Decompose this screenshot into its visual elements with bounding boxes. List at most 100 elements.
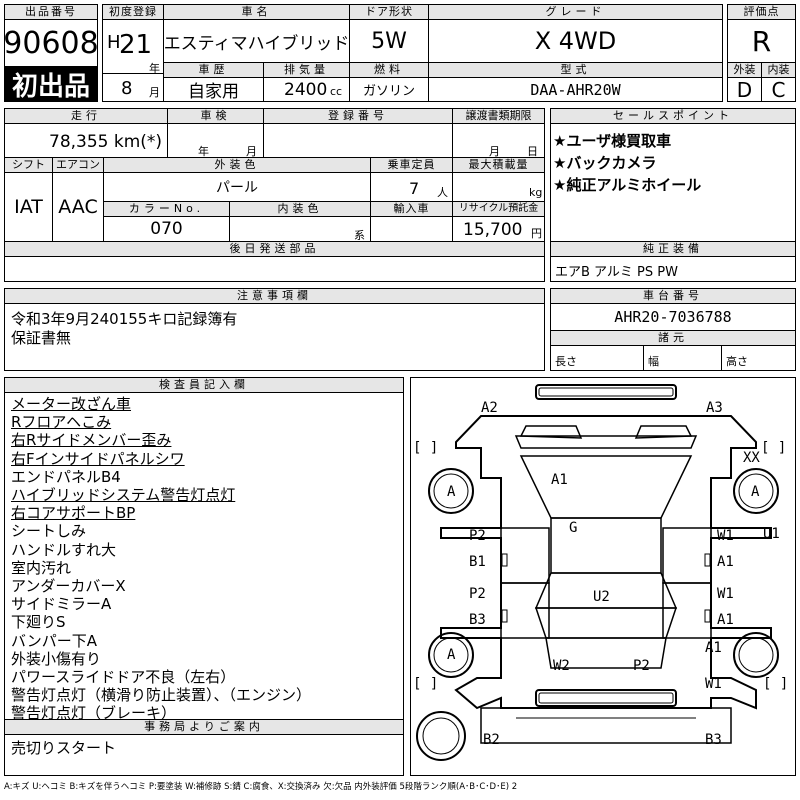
label-a1-r1: A1 bbox=[717, 554, 734, 570]
ext-score: D bbox=[727, 77, 762, 102]
lot-no-label: 出品番号 bbox=[4, 4, 98, 20]
recycle: 15,700 bbox=[463, 220, 523, 240]
defect-item: 右Rサイドメンバー歪み bbox=[11, 431, 172, 450]
label-bracket: [ ] bbox=[763, 676, 789, 692]
ac-label: エアコン bbox=[52, 157, 104, 173]
label-a-fr: A bbox=[751, 484, 760, 500]
note-line: 令和3年9月240155キロ記録簿有 bbox=[11, 310, 238, 328]
color-no-label: カラーNo. bbox=[103, 201, 230, 217]
label-xx: XX bbox=[743, 450, 760, 466]
defect-item: ハイブリッドシステム警告灯点灯 bbox=[11, 486, 236, 505]
equip-label: 純正装備 bbox=[550, 241, 796, 257]
regno-cell bbox=[263, 123, 453, 158]
car-outline bbox=[416, 384, 779, 761]
score-label: 評価点 bbox=[727, 4, 796, 20]
ac: AAC bbox=[52, 172, 104, 242]
shift: IAT bbox=[4, 172, 53, 242]
capacity-cell: 7 人 bbox=[370, 172, 453, 202]
inspector-label: 検査員記入欄 bbox=[4, 377, 404, 393]
notes-cell: 令和3年9月240155キロ記録簿有 保証書無 bbox=[4, 303, 545, 371]
inspection-label: 車検 bbox=[167, 108, 264, 124]
sales-point: ★純正アルミホイール bbox=[553, 176, 702, 194]
length-label: 長さ bbox=[555, 355, 577, 368]
ext-color: パール bbox=[103, 172, 371, 202]
chassis: AHR20-7036788 bbox=[550, 303, 796, 331]
mileage-label: 走行 bbox=[4, 108, 168, 124]
regno-label: 登録番号 bbox=[263, 108, 453, 124]
height-cell: 高さ bbox=[721, 345, 796, 371]
label-a2: A2 bbox=[481, 400, 498, 416]
office-text: 売切りスタート bbox=[11, 739, 117, 757]
maxload-label: 最大積載量 bbox=[452, 157, 545, 173]
capacity-unit: 人 bbox=[437, 186, 448, 199]
door-label: ドア形状 bbox=[349, 4, 429, 20]
label-b2: B2 bbox=[483, 732, 500, 748]
door-type: 5W bbox=[349, 19, 429, 63]
office-label: 事務局よりご案内 bbox=[4, 719, 404, 735]
defect-item: 右Fインサイドパネルシワ bbox=[11, 449, 185, 468]
note-line: 保証書無 bbox=[11, 329, 72, 347]
label-a-fl: A bbox=[447, 484, 456, 500]
capacity-label: 乗車定員 bbox=[370, 157, 453, 173]
first-reg-year: H 21 年 bbox=[102, 19, 164, 74]
later-parts-cell bbox=[4, 256, 545, 282]
insp-month-unit: 月 bbox=[246, 145, 257, 158]
first-reg-label: 初度登録 bbox=[102, 4, 164, 20]
width-cell: 幅 bbox=[643, 345, 722, 371]
car-diagram: A2 A3 [ ] XX [ ] A1 A A G P2 W1 U1 B1 A1… bbox=[410, 377, 796, 776]
grade-label: グレード bbox=[428, 4, 723, 20]
cc-unit: cc bbox=[330, 85, 343, 98]
ext-color-label: 外装色 bbox=[103, 157, 371, 173]
maxload-cell: kg bbox=[452, 172, 545, 202]
sales-point: ★ユーザ様買取車 bbox=[553, 132, 672, 150]
capacity: 7 bbox=[409, 179, 420, 198]
label-a1-r2: A1 bbox=[717, 612, 734, 628]
era: H bbox=[107, 32, 121, 53]
office-cell: 売切りスタート bbox=[4, 734, 404, 776]
mileage: 78,355 km(*) bbox=[49, 132, 163, 152]
score: R bbox=[727, 19, 796, 63]
label-w1-rr: W1 bbox=[705, 676, 722, 692]
defect-item: アンダーカバーX bbox=[11, 577, 126, 596]
displacement: 2400 bbox=[284, 80, 328, 100]
label-b1: B1 bbox=[469, 554, 486, 570]
int-color-cell: 系 bbox=[229, 216, 371, 242]
kg-unit: kg bbox=[529, 186, 543, 199]
grade: X 4WD bbox=[428, 19, 723, 63]
reg-month: 8 bbox=[121, 78, 133, 99]
model: DAA-AHR20W bbox=[428, 77, 723, 102]
label-a3: A3 bbox=[706, 400, 723, 416]
transfer-label: 譲渡書類期限 bbox=[452, 108, 545, 124]
width-label: 幅 bbox=[648, 355, 659, 368]
label-u1: U1 bbox=[763, 526, 780, 542]
label-w1-r2: W1 bbox=[717, 586, 734, 602]
car-name: エスティマハイブリッド bbox=[163, 19, 350, 63]
reg-year: 21 bbox=[119, 30, 153, 60]
transfer-day-unit: 日 bbox=[527, 145, 538, 158]
later-parts-label: 後日発送部品 bbox=[4, 241, 545, 257]
displacement-cell: 2400 cc bbox=[263, 77, 350, 102]
label-a1-rr: A1 bbox=[705, 640, 722, 656]
label-g: G bbox=[569, 520, 578, 536]
color-no: 070 bbox=[103, 216, 230, 242]
defect-item: バンパー下A bbox=[11, 631, 98, 650]
defect-item: エンドパネルB4 bbox=[11, 467, 121, 486]
fuel: ガソリン bbox=[349, 77, 429, 102]
label-a-rl: A bbox=[447, 647, 456, 663]
import-label: 輸入車 bbox=[370, 201, 453, 217]
name-label: 車名 bbox=[163, 4, 350, 20]
ext-label: 外装 bbox=[727, 62, 762, 78]
dims-label: 諸元 bbox=[550, 330, 796, 346]
history-label: 車歴 bbox=[163, 62, 264, 78]
height-label: 高さ bbox=[726, 355, 748, 368]
label-w2: W2 bbox=[553, 658, 570, 674]
label-p2-l2: P2 bbox=[469, 586, 486, 602]
defect-item: パワースライドドア不良（左右） bbox=[11, 668, 236, 687]
label-p2-rear: P2 bbox=[633, 658, 650, 674]
label-bracket: [ ] bbox=[413, 676, 439, 692]
defect-item: 室内汚れ bbox=[11, 558, 72, 577]
recycle-label: リサイクル預託金 bbox=[452, 201, 545, 217]
shift-label: シフト bbox=[4, 157, 53, 173]
history: 自家用 bbox=[163, 77, 264, 102]
